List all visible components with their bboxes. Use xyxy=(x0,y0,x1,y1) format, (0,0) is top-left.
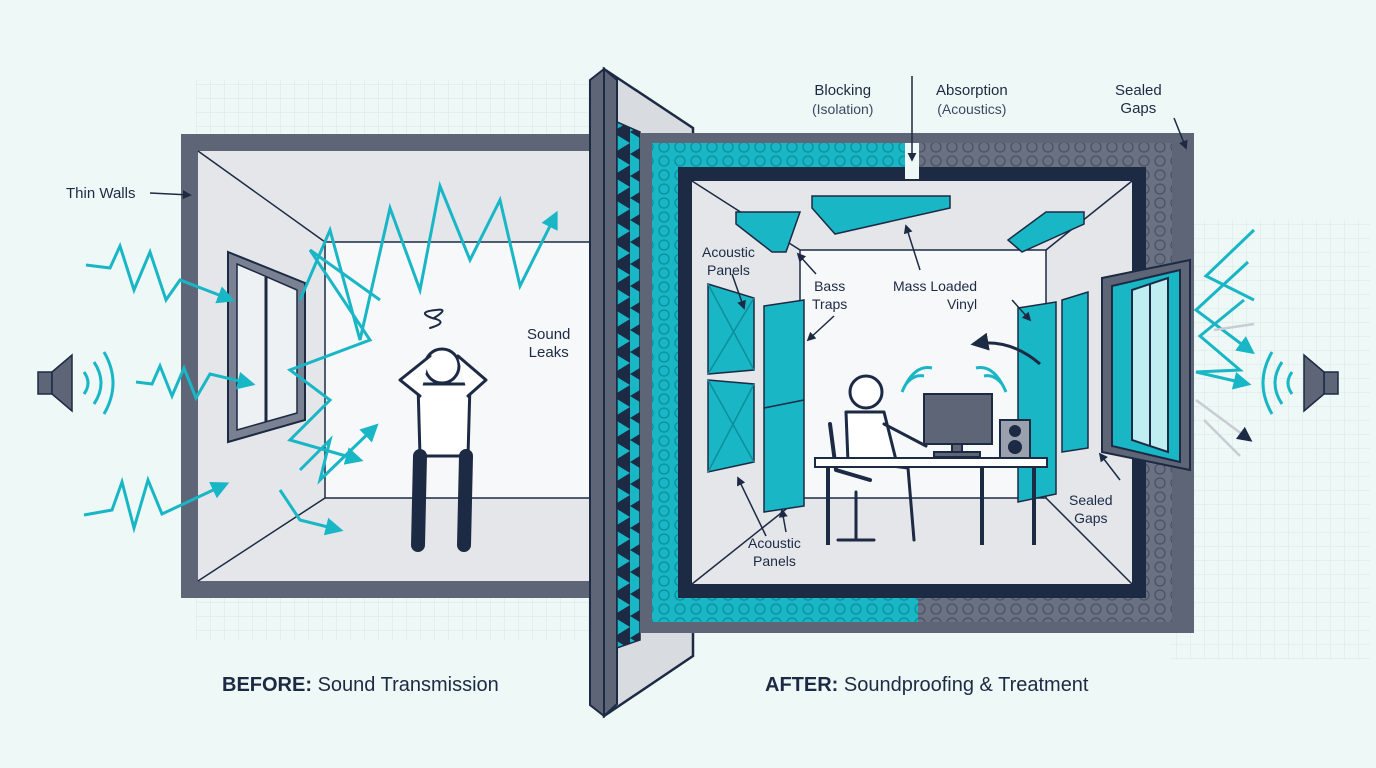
before-window xyxy=(227,250,306,444)
sealed-gaps-right-label: Sealed Gaps xyxy=(1069,491,1113,527)
incoming-waves xyxy=(83,180,558,536)
sealed-gaps-right-line-1: Sealed xyxy=(1069,492,1113,508)
absorption-sub: (Acoustics) xyxy=(937,101,1007,117)
speaker-icon xyxy=(37,351,115,415)
speaker-icon xyxy=(1261,351,1339,415)
bass-traps-line-2: Traps xyxy=(812,296,848,312)
sealed-gaps-top-line-2: Gaps xyxy=(1120,100,1157,117)
before-caption: BEFORE: Sound Transmission xyxy=(222,674,499,697)
sealed-gaps-right-line-2: Gaps xyxy=(1074,510,1108,526)
after-caption-text: Soundproofing & Treatment xyxy=(843,674,1089,696)
studio-sound-waves xyxy=(900,366,1008,393)
grid-right xyxy=(1170,220,1370,660)
blocking-label: Blocking (Isolation) xyxy=(812,82,873,118)
absorption-label: Absorption (Acoustics) xyxy=(936,82,1008,118)
acoustic-panels-left-label: Acoustic Panels xyxy=(702,243,755,279)
bass-traps-label: Bass Traps xyxy=(812,277,847,313)
before-caption-bold: BEFORE: xyxy=(222,674,312,696)
monitor-icon xyxy=(923,393,993,458)
mlv-line-2: Vinyl xyxy=(946,296,978,312)
mlv-line-1: Mass Loaded xyxy=(893,278,978,294)
sealed-window xyxy=(1101,258,1191,472)
acoustic-panels-left-line-2: Panels xyxy=(707,262,750,278)
sound-leaks-label: Sound Leaks xyxy=(527,326,570,362)
blocking-sub: (Isolation) xyxy=(812,101,874,117)
desk xyxy=(814,457,1048,545)
acoustic-panels-bottom-line-1: Acoustic xyxy=(748,535,801,551)
studio-speaker-icon xyxy=(999,419,1031,459)
blocking-title: Blocking xyxy=(814,82,872,99)
faded-waves xyxy=(1195,322,1255,457)
acoustic-panels-left-line-1: Acoustic xyxy=(702,244,755,260)
thin-walls-label: Thin Walls xyxy=(66,185,136,202)
deflected-waves xyxy=(1193,228,1256,390)
dizzy-person-icon xyxy=(398,308,488,552)
ceiling-panels xyxy=(735,195,1085,253)
bass-traps-line-1: Bass xyxy=(814,278,846,294)
sealed-gaps-top-label: Sealed Gaps xyxy=(1115,82,1162,118)
label-pointers xyxy=(731,76,1188,537)
after-caption: AFTER: Soundproofing & Treatment xyxy=(765,674,1089,697)
before-caption-text: Sound Transmission xyxy=(317,674,499,696)
acoustic-panels-bottom-label: Acoustic Panels xyxy=(748,534,801,570)
before-room xyxy=(181,134,602,598)
sound-leaks-line-1: Sound xyxy=(527,326,571,343)
acoustic-panels-bottom-line-2: Panels xyxy=(753,553,796,569)
thin-walls-pointer xyxy=(149,190,192,200)
mass-loaded-vinyl-label: Mass Loaded Vinyl xyxy=(893,277,977,313)
sealed-gaps-top-line-1: Sealed xyxy=(1115,82,1162,99)
absorption-title: Absorption xyxy=(936,82,1008,99)
after-caption-bold: AFTER: xyxy=(765,674,839,696)
sound-leaks-line-2: Leaks xyxy=(528,344,569,361)
